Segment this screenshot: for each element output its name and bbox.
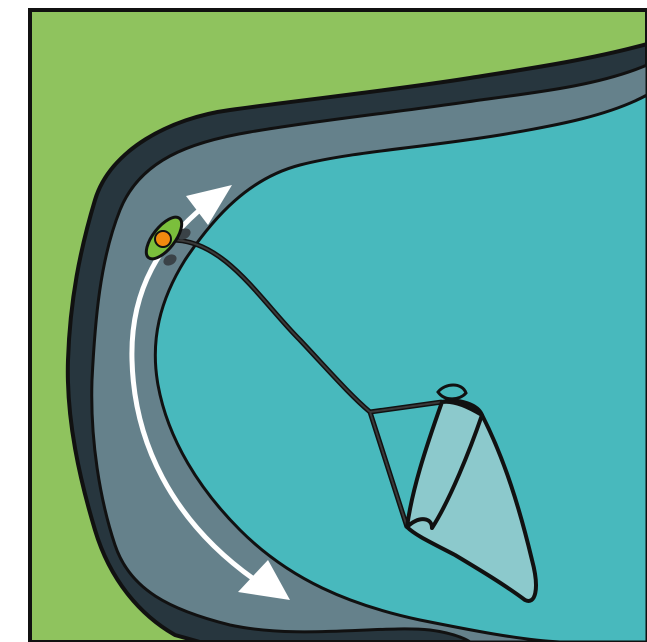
buoy-icon (155, 231, 171, 247)
